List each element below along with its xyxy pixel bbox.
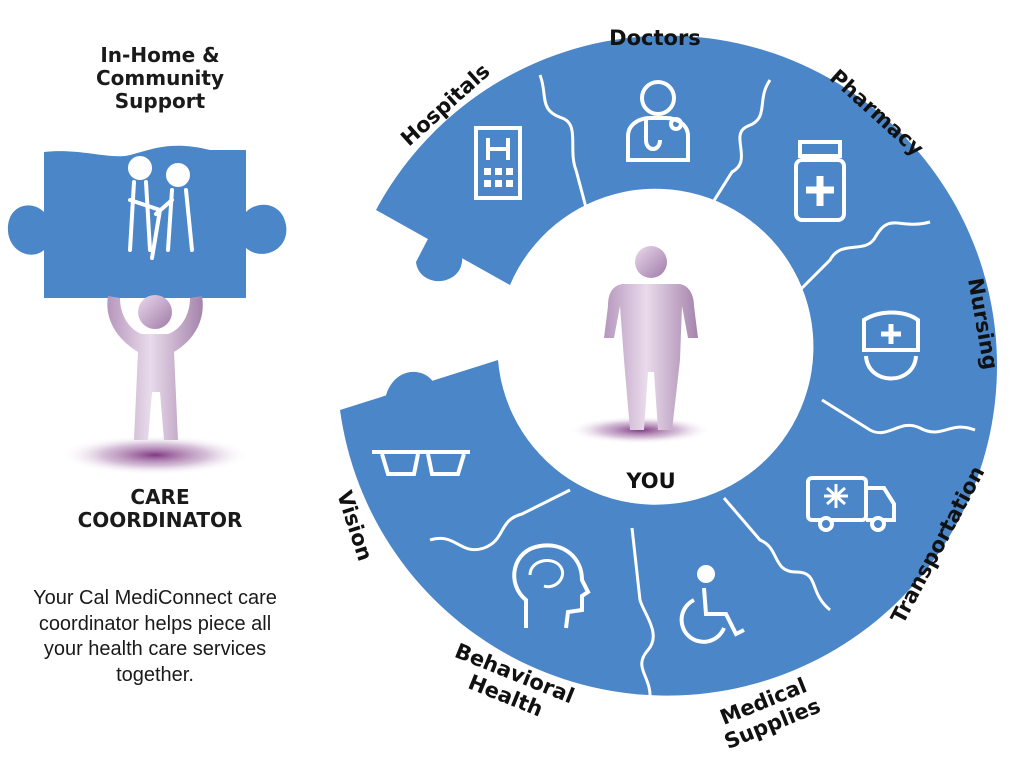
pill-bottle-icon (794, 140, 846, 222)
support-title-line: Support (114, 89, 206, 113)
care-coordinator-figure (107, 295, 203, 440)
you-figure (604, 246, 698, 430)
coordinator-title-line: COORDINATOR (77, 508, 243, 532)
wheelchair-icon (679, 565, 745, 644)
you-label: YOU (625, 469, 675, 493)
doctor-icon (626, 80, 690, 162)
in-home-support-title: In-Home & Community Support (60, 44, 260, 113)
coordinator-title-line: CARE (130, 485, 190, 509)
label-doctors: Doctors (609, 26, 701, 50)
support-people-icon (128, 156, 194, 260)
ambulance-icon (806, 476, 896, 532)
nurse-cap-icon (862, 310, 920, 381)
coordinator-description: Your Cal MediConnect care coordinator he… (33, 587, 277, 686)
support-title-line: Community (95, 66, 225, 90)
hospital-icon (474, 126, 522, 200)
brain-head-icon (512, 543, 591, 629)
care-coordinator-title: CARE COORDINATOR (50, 486, 270, 532)
puzzle-seams (429, 74, 976, 701)
support-title-line: In-Home & (100, 43, 220, 67)
figure-shadow (60, 435, 250, 475)
glasses-icon (372, 450, 470, 476)
puzzle-wheel (340, 35, 998, 701)
